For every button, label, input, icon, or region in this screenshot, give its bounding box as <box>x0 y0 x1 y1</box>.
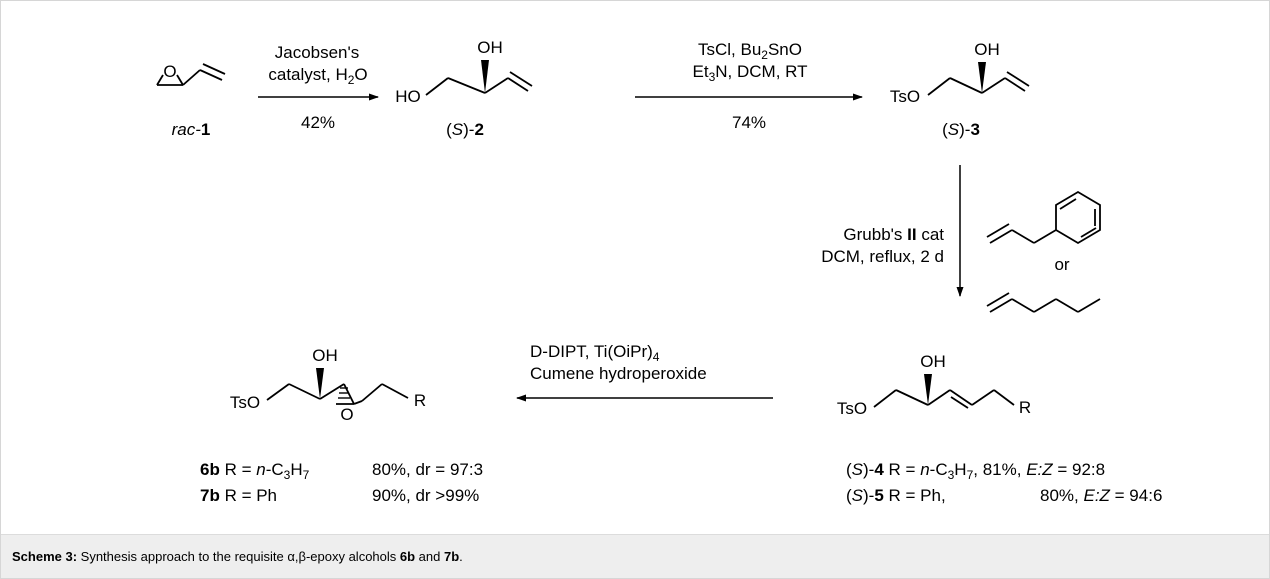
caption-bold-6b: 6b <box>399 549 416 564</box>
product-6b-label: 6b R = n-C3H7 <box>200 460 310 482</box>
compound-2-structure <box>425 71 533 96</box>
epoxy-r: R <box>414 391 426 410</box>
compound-4-wedge <box>924 374 932 405</box>
compound-3-wedge <box>978 62 986 93</box>
step1-reagent-line2: catalyst, H2O <box>268 65 367 87</box>
caption-text-2: and <box>415 549 444 564</box>
step1-reagent-line1: Jacobsen's <box>275 43 360 62</box>
compound-4-tso: TsO <box>837 399 867 418</box>
step1-yield: 42% <box>301 113 335 132</box>
product-7b-label: 7b R = Ph <box>200 486 277 505</box>
step4-reagent-line2: Cumene hydroperoxide <box>530 364 707 383</box>
reaction-scheme: O rac-1 Jacobsen's catalyst, H2O 42% HO … <box>156 38 1162 505</box>
caption-label: Scheme 3: <box>12 549 78 564</box>
caption-text-3: . <box>459 549 463 564</box>
compound-2-oh: OH <box>477 38 503 57</box>
product-7b-yield: 90%, dr >99% <box>372 486 479 505</box>
compound-3-label: (S)-3 <box>942 120 980 139</box>
product-6b-yield: 80%, dr = 97:3 <box>372 460 483 479</box>
compound-3-structure <box>927 71 1030 96</box>
product-4-label: (S)-4 R = n-C3H7, 81%, E:Z = 92:8 <box>846 460 1105 482</box>
epoxy-tso: TsO <box>230 393 260 412</box>
caption-bold-7b: 7b <box>443 549 460 564</box>
compound-4-r: R <box>1019 398 1031 417</box>
figure-caption: Scheme 3: Synthesis approach to the requ… <box>1 534 1269 578</box>
epoxy-hash-bond <box>338 387 350 399</box>
step3-reagent-line2: DCM, reflux, 2 d <box>821 247 944 266</box>
step2-reagent-line1: TsCl, Bu2SnO <box>698 40 802 62</box>
epoxy-wedge <box>316 368 324 399</box>
compound-3-tso: TsO <box>890 87 920 106</box>
epoxy-alcohol-structure <box>266 383 409 405</box>
compound-2-ho: HO <box>395 87 421 106</box>
compound-3-oh: OH <box>974 40 1000 59</box>
compound-2-label: (S)-2 <box>446 120 484 139</box>
or-text: or <box>1054 255 1069 274</box>
caption-text-1: Synthesis approach to the requisite α,β-… <box>77 549 400 564</box>
compound-2-wedge <box>481 60 489 93</box>
product-5-label: (S)-5 R = Ph, <box>846 486 946 505</box>
compound-4-structure <box>873 389 1015 409</box>
allylbenzene-structure <box>986 190 1101 245</box>
compound-1-label: rac-1 <box>172 120 211 139</box>
epoxy-oxygen: O <box>340 405 353 424</box>
compound-1-oxygen: O <box>163 62 176 81</box>
product-5-yield: 80%, E:Z = 94:6 <box>1040 486 1162 505</box>
compound-1-structure <box>156 63 226 86</box>
step2-reagent-line2: Et3N, DCM, RT <box>693 62 808 84</box>
step3-reagent-line1: Grubb's II cat <box>843 225 944 244</box>
step4-reagent-line1: D-DIPT, Ti(OiPr)4 <box>530 342 660 364</box>
compound-4-oh: OH <box>920 352 946 371</box>
step2-yield: 74% <box>732 113 766 132</box>
epoxy-oh: OH <box>312 346 338 365</box>
hexene-structure <box>986 292 1101 313</box>
